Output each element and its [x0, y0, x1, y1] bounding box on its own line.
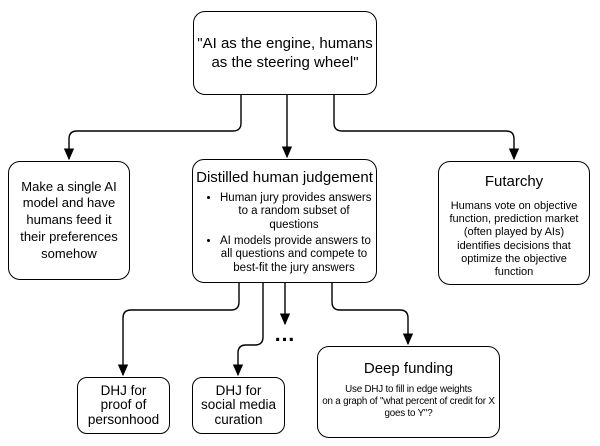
node-root: "AI as the engine, humans as the steerin… — [193, 11, 377, 95]
node-dhj-proof-of-personhood: DHJ for proof of personhood — [77, 377, 170, 434]
connector-root-to-futarchy — [333, 95, 520, 161]
node-dhj-social-media-curation-label: DHJ for social media curation — [200, 382, 277, 427]
connector-distilled-to-personhood — [117, 283, 240, 377]
node-deep-funding-body: Use DHJ to fill in edge weights on a gra… — [322, 384, 495, 420]
node-distilled-bullet-list: Human jury provides answers to a random … — [193, 192, 376, 275]
node-dhj-proof-of-personhood-label: DHJ for proof of personhood — [87, 382, 160, 427]
node-deep-funding-title: Deep funding — [363, 360, 454, 377]
node-futarchy-body: Humans vote on objective function, predi… — [449, 200, 579, 278]
connector-distilled-to-social — [232, 283, 264, 377]
node-dhj-social-media-curation: DHJ for social media curation — [192, 377, 285, 434]
node-root-label: "AI as the engine, humans as the steerin… — [197, 34, 373, 71]
connector-root-to-single-ai — [63, 95, 242, 161]
ellipsis-more-nodes: ... — [274, 323, 296, 346]
connector-distilled-to-deep-funding — [331, 283, 414, 346]
node-single-ai-model-label: Make a single AI model and have humans f… — [20, 178, 118, 261]
node-futarchy-title: Futarchy — [484, 173, 544, 190]
node-distilled-bullet: Human jury provides answers to a random … — [220, 192, 371, 232]
node-single-ai-model: Make a single AI model and have humans f… — [8, 161, 130, 280]
node-distilled-bullet: AI models provide answers to all questio… — [220, 235, 371, 275]
node-futarchy: Futarchy Humans vote on objective functi… — [438, 161, 590, 285]
node-deep-funding: Deep funding Use DHJ to fill in edge wei… — [317, 346, 500, 438]
node-distilled-human-judgement: Distilled human judgement Human jury pro… — [192, 159, 377, 283]
node-distilled-title: Distilled human judgement — [196, 169, 373, 186]
